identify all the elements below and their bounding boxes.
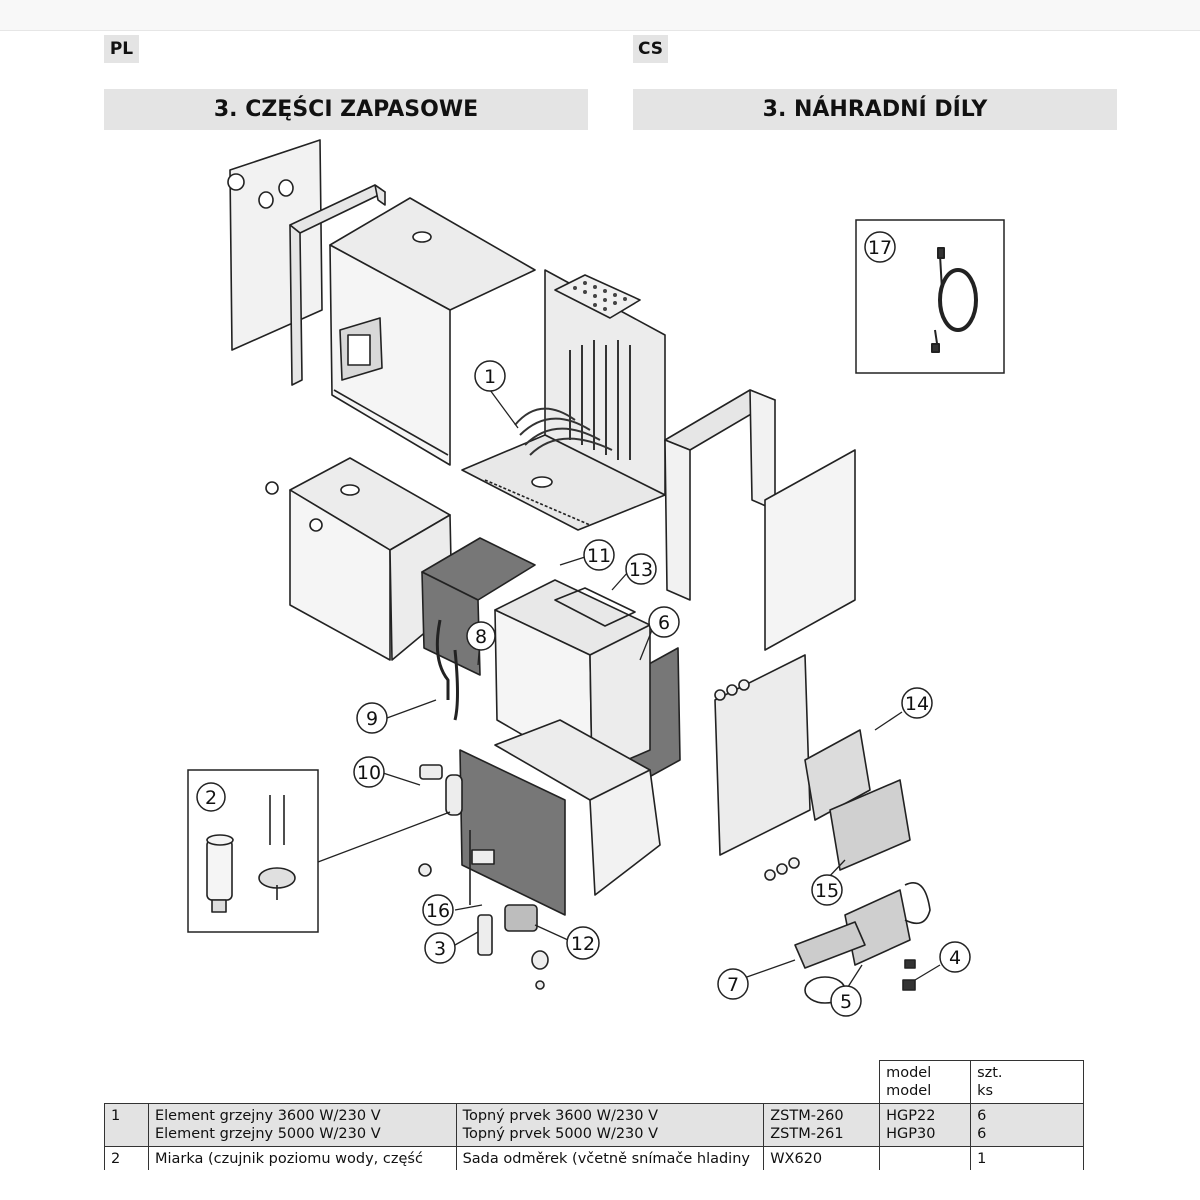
callout-9: 9 bbox=[366, 708, 378, 730]
spare-parts-table: model model szt. ks 1 Element grzejny 36… bbox=[104, 1060, 1084, 1172]
part-code-line: ZSTM-261 bbox=[770, 1126, 844, 1142]
language-label-pl: PL bbox=[104, 35, 139, 63]
level-sensor-kit-part bbox=[206, 795, 296, 913]
callout-11: 11 bbox=[587, 545, 611, 567]
part-description-cs-line: Sada odměrek (včetně snímače hladiny bbox=[462, 1151, 750, 1167]
page-top-bar bbox=[0, 0, 1200, 31]
control-board-part bbox=[844, 882, 931, 969]
inset-box-2 bbox=[187, 769, 319, 933]
part-code-line: WX620 bbox=[770, 1151, 823, 1167]
header-qty-cell: szt. ks bbox=[970, 1060, 1084, 1104]
perforated-tray-part bbox=[554, 274, 641, 319]
valve-and-piping-part bbox=[418, 619, 549, 990]
header-model-cs: model bbox=[886, 1083, 932, 1099]
callout-16: 16 bbox=[426, 900, 450, 922]
callout-14: 14 bbox=[905, 693, 929, 715]
connector-part bbox=[902, 979, 916, 991]
inset-box-17 bbox=[855, 219, 1005, 374]
part-quantity-line: 1 bbox=[977, 1151, 987, 1167]
part-quantity: 1 bbox=[970, 1146, 1084, 1172]
part-description-cs: Topný prvek 3600 W/230 V Topný prvek 500… bbox=[455, 1103, 765, 1147]
electronics-panel-part bbox=[714, 654, 911, 881]
page-crop-edge bbox=[0, 1170, 1200, 1200]
section-title-pl: 3. CZĘŚCI ZAPASOWE bbox=[104, 89, 588, 130]
part-description-pl-line: Miarka (czujnik poziomu wody, część bbox=[154, 1151, 423, 1167]
callout-13: 13 bbox=[629, 559, 653, 581]
header-qty-cs: ks bbox=[977, 1083, 994, 1099]
callout-8: 8 bbox=[475, 626, 487, 648]
right-frame-part bbox=[664, 389, 776, 601]
callout-5: 5 bbox=[840, 991, 852, 1013]
part-description-pl-line: Element grzejny 5000 W/230 V bbox=[154, 1126, 381, 1142]
part-model bbox=[879, 1146, 972, 1172]
heating-element-housing-part bbox=[461, 269, 666, 531]
heating-element-coils bbox=[514, 340, 631, 460]
part-quantity: 6 6 bbox=[970, 1103, 1084, 1147]
part-code-line: ZSTM-260 bbox=[770, 1108, 844, 1124]
language-label-cs: CS bbox=[633, 35, 668, 63]
part-code: WX620 bbox=[763, 1146, 881, 1172]
part-description-pl-line: Element grzejny 3600 W/230 V bbox=[154, 1108, 381, 1124]
part-number: 2 bbox=[104, 1146, 149, 1172]
part-description-cs-line: Topný prvek 5000 W/230 V bbox=[462, 1126, 659, 1142]
callout-10: 10 bbox=[357, 762, 381, 784]
part-model: HGP22 HGP30 bbox=[879, 1103, 972, 1147]
part-quantity-line: 6 bbox=[977, 1126, 987, 1142]
part-quantity-line: 6 bbox=[977, 1108, 987, 1124]
insulation-part-front bbox=[459, 749, 566, 916]
table-row: 2 Miarka (czujnik poziomu wody, część Sa… bbox=[104, 1146, 1084, 1172]
callout-17: 17 bbox=[868, 237, 892, 259]
part-model-line: HGP30 bbox=[886, 1126, 936, 1142]
callout-15: 15 bbox=[815, 880, 839, 902]
part-description-pl: Element grzejny 3600 W/230 V Element grz… bbox=[147, 1103, 457, 1147]
callout-1: 1 bbox=[484, 366, 496, 388]
exploded-parts-diagram: 1 2 3 4 5 6 7 8 9 10 11 12 13 14 15 16 1… bbox=[187, 139, 1005, 1017]
callout-3: 3 bbox=[434, 938, 446, 960]
header-model-pl: model bbox=[886, 1065, 932, 1081]
main-casing-part bbox=[329, 197, 536, 466]
callout-leader-lines bbox=[317, 389, 941, 991]
base-housing-part bbox=[494, 719, 661, 896]
cable-part bbox=[931, 247, 978, 353]
rear-panel-part bbox=[227, 139, 323, 351]
table-header-row: model model szt. ks bbox=[105, 1060, 1084, 1104]
callout-7: 7 bbox=[727, 974, 739, 996]
steam-generator-box-part bbox=[265, 457, 453, 661]
part-description-pl: Miarka (czujnik poziomu wody, część bbox=[147, 1146, 457, 1172]
header-qty-pl: szt. bbox=[977, 1065, 1003, 1081]
part-number: 1 bbox=[104, 1103, 149, 1147]
callout-4: 4 bbox=[949, 947, 961, 969]
part-code: ZSTM-260 ZSTM-261 bbox=[763, 1103, 881, 1147]
callout-12: 12 bbox=[571, 933, 595, 955]
display-part bbox=[794, 921, 866, 1004]
callout-2: 2 bbox=[205, 787, 217, 809]
side-panel-part bbox=[764, 449, 856, 651]
part-description-cs-line: Topný prvek 3600 W/230 V bbox=[462, 1108, 659, 1124]
table-row: 1 Element grzejny 3600 W/230 V Element g… bbox=[104, 1103, 1084, 1147]
part-description-cs: Sada odměrek (včetně snímače hladiny bbox=[455, 1146, 765, 1172]
header-model-cell: model model bbox=[879, 1060, 972, 1104]
callout-6: 6 bbox=[658, 612, 670, 634]
section-title-cs: 3. NÁHRADNÍ DÍLY bbox=[633, 89, 1117, 130]
top-frame-part bbox=[289, 184, 386, 386]
part-model-line: HGP22 bbox=[886, 1108, 936, 1124]
